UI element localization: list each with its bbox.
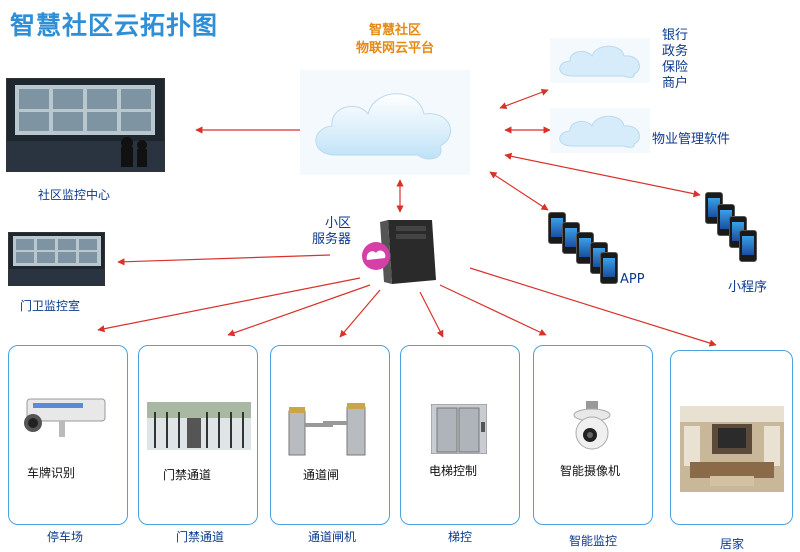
server-label-line1: 小区	[325, 216, 352, 231]
cloud-title-line1: 智慧社区	[368, 23, 421, 38]
app-phones	[548, 212, 618, 286]
arrow-server-home	[469, 267, 717, 347]
server-label-line2: 服务器	[312, 232, 352, 247]
living-room-photo	[680, 406, 784, 492]
service-insurance: 保险	[662, 60, 689, 75]
phone-icon	[576, 232, 594, 264]
mini-program-label: 小程序	[728, 280, 768, 295]
phone-icon	[739, 230, 757, 262]
device-caption-access: 门禁通道	[163, 468, 212, 482]
device-label-camera: 智能监控	[568, 534, 617, 548]
monitor-center-photo	[6, 78, 165, 172]
arrow-server-gate-room	[117, 254, 331, 266]
device-caption-elevator: 电梯控制	[429, 464, 478, 478]
property-cloud-icon	[550, 108, 650, 153]
device-box-home	[670, 350, 793, 525]
service-bank: 银行	[662, 28, 689, 43]
cloud-platform-title: 智慧社区 物联网云平台	[330, 22, 460, 58]
cloud-platform-icon	[300, 70, 470, 175]
page-title: 智慧社区云拓扑图	[10, 11, 219, 40]
device-box-elevator: 电梯控制	[400, 345, 520, 525]
server-label: 小区 服务器	[312, 216, 351, 248]
device-label-home: 居家	[719, 537, 744, 551]
device-label-parking: 停车场	[46, 530, 83, 544]
server-icon	[362, 220, 436, 284]
device-box-camera: 智能摄像机	[533, 345, 653, 525]
device-box-gate: 通道闸	[270, 345, 390, 525]
bank-cloud-icon	[550, 38, 650, 83]
turnstile-icon	[288, 403, 366, 456]
arrow-server-access	[227, 284, 371, 337]
elevator-icon	[431, 404, 487, 454]
arrow-cloud-bank	[499, 88, 549, 110]
device-caption-camera: 智能摄像机	[560, 464, 621, 478]
device-box-parking: 车牌识别	[8, 345, 128, 525]
device-label-access: 门禁通道	[175, 530, 224, 544]
phone-icon	[600, 252, 618, 284]
device-caption-parking: 车牌识别	[27, 466, 76, 480]
property-software-label: 物业管理软件	[652, 132, 731, 147]
arrow-cloud-app	[489, 171, 549, 211]
cloud-title-line2: 物联网云平台	[355, 41, 434, 56]
device-box-access: 门禁通道	[138, 345, 258, 525]
arrow-cloud-miniprogram	[504, 152, 701, 198]
gate-room-label: 门卫监控室	[20, 299, 81, 313]
service-merchant: 商户	[662, 76, 689, 91]
device-label-gate: 通道闸机	[307, 530, 356, 544]
gate-room-photo	[8, 232, 105, 286]
license-plate-camera-icon	[24, 398, 106, 437]
mini-program-phones	[705, 192, 765, 266]
service-government: 政务	[662, 44, 689, 59]
external-services-list: 银行 政务 保险 商户	[662, 28, 688, 92]
monitor-center-label: 社区监控中心	[38, 188, 111, 202]
arrow-server-gate	[339, 289, 381, 338]
device-label-elevator: 梯控	[447, 530, 472, 544]
phone-icon	[548, 212, 566, 244]
arrow-server-parking	[97, 277, 361, 333]
arrow-server-elevator	[419, 291, 444, 338]
device-caption-gate: 通道闸	[303, 468, 340, 482]
phone-icon	[562, 222, 580, 254]
arrow-server-camera	[439, 284, 547, 336]
access-gate-photo	[147, 402, 251, 450]
app-label: APP	[620, 272, 645, 287]
dome-camera-icon	[573, 401, 611, 450]
